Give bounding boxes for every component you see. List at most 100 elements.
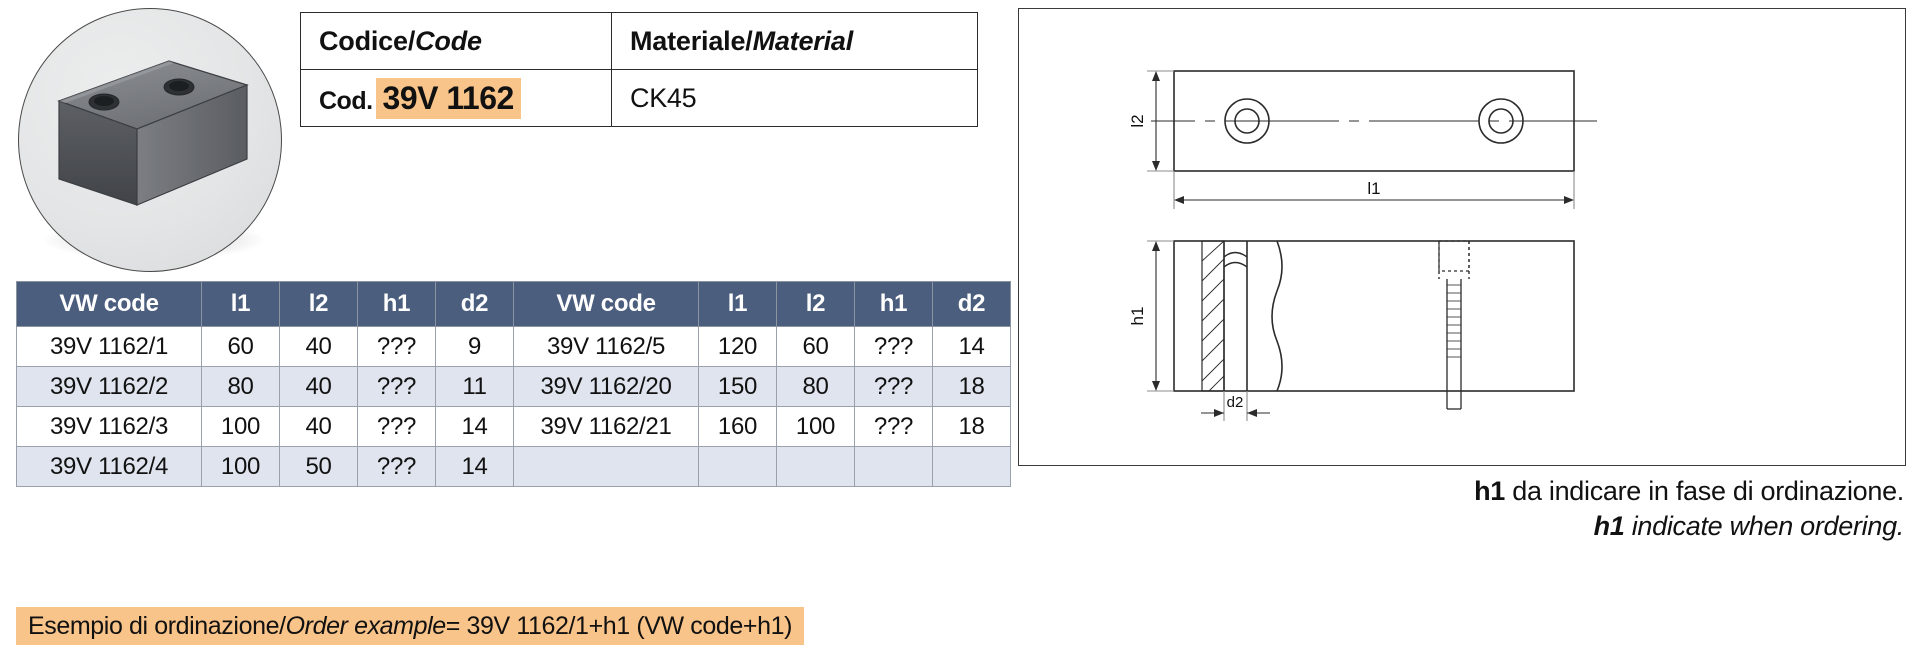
label-l2: l2 bbox=[1128, 114, 1147, 127]
note-italian: h1 da indicare in fase di ordinazione. bbox=[1018, 474, 1904, 509]
cod-prefix-label: Cod. bbox=[319, 86, 373, 115]
cell-vw-code: 39V 1162/2 bbox=[16, 366, 202, 407]
col-header-vw-code-right: VW code bbox=[513, 281, 699, 327]
cell-l2: 50 bbox=[279, 446, 358, 487]
cell-d2: 11 bbox=[435, 366, 514, 407]
cell-l1: 80 bbox=[201, 366, 280, 407]
col-header-l1-right: l1 bbox=[698, 281, 777, 327]
header-material-it: Materiale/ bbox=[630, 25, 753, 56]
cell-vw-code: 39V 1162/20 bbox=[513, 366, 699, 407]
dim-l1 bbox=[1173, 171, 1575, 209]
cell-d2-empty bbox=[932, 446, 1011, 487]
table-row: 39V 1162/2 80 40 ??? 11 39V 1162/20 150 … bbox=[16, 366, 1011, 407]
break-line bbox=[1271, 240, 1283, 392]
table-row: 39V 1162/1 60 40 ??? 9 39V 1162/5 120 60… bbox=[16, 326, 1011, 367]
cell-d2: 18 bbox=[932, 366, 1011, 407]
order-example-label-en: Order example bbox=[285, 611, 447, 640]
value-cell-code: Cod.39V 1162 bbox=[300, 69, 612, 127]
label-h1: h1 bbox=[1128, 307, 1147, 326]
order-example-banner: Esempio di ordinazione/Order example = 3… bbox=[16, 607, 805, 645]
cell-l2-empty bbox=[776, 446, 855, 487]
section-hatching bbox=[1201, 240, 1225, 392]
material-value: CK45 bbox=[630, 82, 697, 113]
cell-l2: 80 bbox=[776, 366, 855, 407]
dimension-table: VW code l1 l2 h1 d2 VW code l1 l2 h1 d2 … bbox=[16, 281, 1011, 487]
cell-l1: 150 bbox=[698, 366, 777, 407]
note-english: h1 indicate when ordering. bbox=[1018, 509, 1905, 544]
cell-h1: ??? bbox=[357, 366, 436, 407]
cell-d2: 9 bbox=[435, 326, 514, 367]
code-material-value-row: Cod.39V 1162 CK45 bbox=[300, 69, 978, 127]
section-screw-right bbox=[1438, 240, 1470, 410]
value-cell-material: CK45 bbox=[611, 69, 978, 127]
cell-l2: 60 bbox=[776, 326, 855, 367]
note-it-text: da indicare in fase di ordinazione. bbox=[1505, 476, 1904, 506]
technical-drawing: l2 l1 h1 d2 bbox=[1128, 70, 1597, 421]
product-code-highlight: 39V 1162 bbox=[375, 77, 521, 119]
cell-l1: 160 bbox=[698, 406, 777, 447]
cell-vw-code: 39V 1162/3 bbox=[16, 406, 202, 447]
note-en-bold: h1 bbox=[1593, 510, 1625, 541]
plan-bore-2-inner bbox=[1488, 108, 1514, 134]
header-cell-material: Materiale/Material bbox=[611, 12, 978, 70]
section-view-outline bbox=[1173, 240, 1575, 392]
cell-d2: 18 bbox=[932, 406, 1011, 447]
product-photo bbox=[18, 8, 288, 278]
cell-h1: ??? bbox=[854, 406, 933, 447]
cell-d2: 14 bbox=[435, 406, 514, 447]
photo-circle-frame bbox=[18, 8, 282, 272]
technical-drawing-panel: l2 l1 h1 d2 bbox=[1018, 8, 1906, 466]
plan-bore-1-inner bbox=[1234, 108, 1260, 134]
cell-l1: 100 bbox=[201, 446, 280, 487]
cell-l1: 60 bbox=[201, 326, 280, 367]
code-material-header-row: Codice/Code Materiale/Material bbox=[300, 12, 978, 70]
table-row: 39V 1162/4 100 50 ??? 14 bbox=[16, 446, 1011, 487]
col-header-h1-left: h1 bbox=[357, 281, 436, 327]
dim-l2 bbox=[1147, 70, 1174, 172]
col-header-d2-right: d2 bbox=[932, 281, 1011, 327]
col-header-l2-right: l2 bbox=[776, 281, 855, 327]
cell-d2: 14 bbox=[435, 446, 514, 487]
note-en-text: indicate when ordering. bbox=[1624, 510, 1905, 541]
code-material-table: Codice/Code Materiale/Material Cod.39V 1… bbox=[300, 12, 978, 127]
order-example-label-it: Esempio di ordinazione/ bbox=[28, 611, 286, 640]
cell-vw-code: 39V 1162/5 bbox=[513, 326, 699, 367]
cell-h1-empty bbox=[854, 446, 933, 487]
dimension-table-header-row: VW code l1 l2 h1 d2 VW code l1 l2 h1 d2 bbox=[16, 281, 1011, 327]
dim-d2 bbox=[1201, 391, 1270, 421]
col-header-l2-left: l2 bbox=[279, 281, 358, 327]
table-row: 39V 1162/3 100 40 ??? 14 39V 1162/21 160… bbox=[16, 406, 1011, 447]
cell-vw-code-empty bbox=[513, 446, 699, 487]
header-material-en: Material bbox=[752, 25, 854, 56]
cell-vw-code: 39V 1162/1 bbox=[16, 326, 202, 367]
dim-h1 bbox=[1147, 240, 1174, 392]
label-l1: l1 bbox=[1367, 179, 1380, 198]
col-header-vw-code-left: VW code bbox=[16, 281, 202, 327]
order-example-value: = 39V 1162/1+h1 (VW code+h1) bbox=[445, 611, 793, 640]
section-bore-left bbox=[1223, 241, 1248, 391]
cell-l1: 120 bbox=[698, 326, 777, 367]
cell-l2: 40 bbox=[279, 406, 358, 447]
cell-l2: 40 bbox=[279, 366, 358, 407]
col-header-d2-left: d2 bbox=[435, 281, 514, 327]
plan-bore-2-outer bbox=[1478, 98, 1524, 144]
cell-d2: 14 bbox=[932, 326, 1011, 367]
cell-h1: ??? bbox=[357, 406, 436, 447]
cell-vw-code: 39V 1162/21 bbox=[513, 406, 699, 447]
label-d2: d2 bbox=[1227, 394, 1244, 411]
header-code-it: Codice/ bbox=[319, 25, 416, 56]
cell-vw-code: 39V 1162/4 bbox=[16, 446, 202, 487]
cell-h1: ??? bbox=[854, 366, 933, 407]
ordering-notes: h1 da indicare in fase di ordinazione. h… bbox=[1018, 474, 1910, 543]
col-header-l1-left: l1 bbox=[201, 281, 280, 327]
cell-h1: ??? bbox=[357, 446, 436, 487]
block-illustration bbox=[57, 60, 249, 206]
cell-h1: ??? bbox=[357, 326, 436, 367]
header-cell-code: Codice/Code bbox=[300, 12, 612, 70]
cell-l1: 100 bbox=[201, 406, 280, 447]
cell-l1-empty bbox=[698, 446, 777, 487]
cell-h1: ??? bbox=[854, 326, 933, 367]
cell-l2: 40 bbox=[279, 326, 358, 367]
note-it-bold: h1 bbox=[1474, 476, 1506, 506]
plan-bore-1-outer bbox=[1224, 98, 1270, 144]
